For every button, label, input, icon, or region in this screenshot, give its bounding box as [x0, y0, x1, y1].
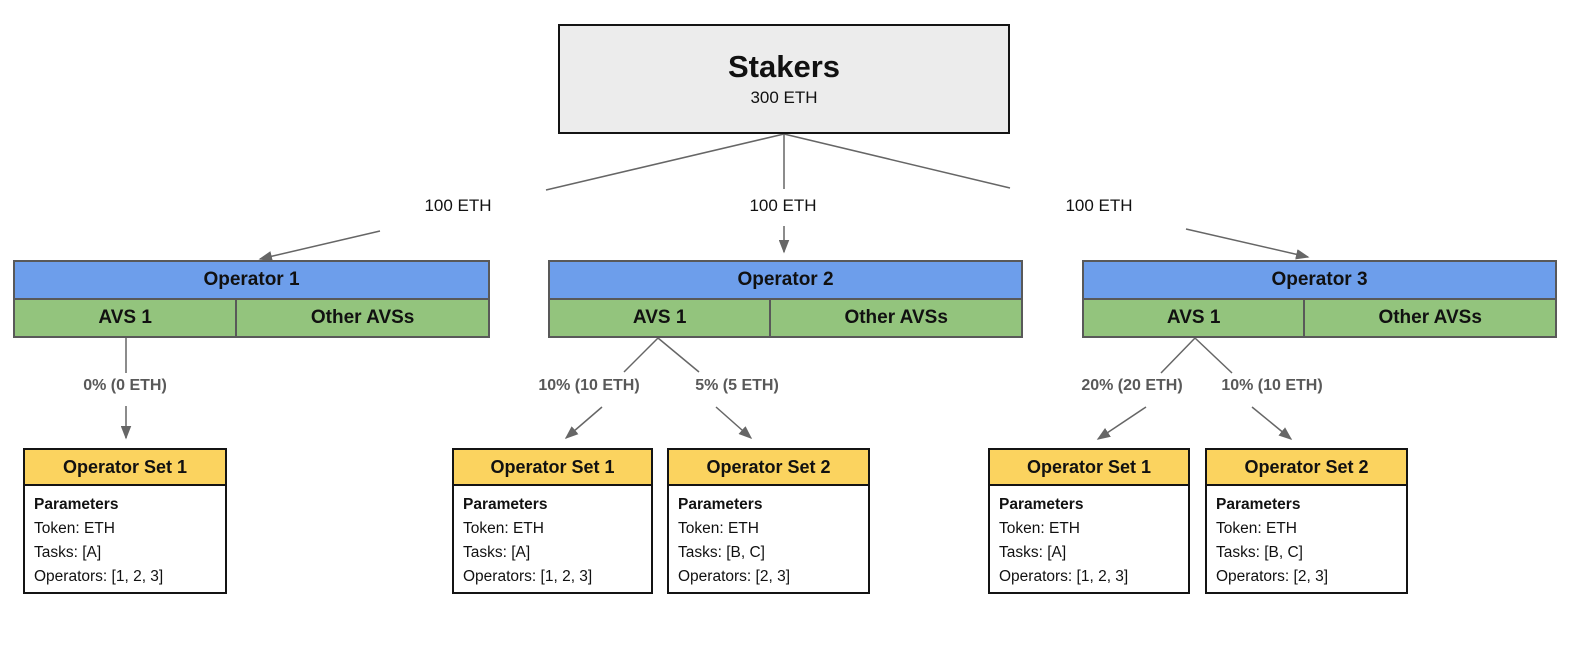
operator2-other-avss-cell: Other AVSs [771, 300, 1021, 336]
operator1-set1-title: Operator Set 1 [25, 450, 225, 486]
delegation-label-operator1: 100 ETH [424, 196, 492, 215]
operator2-set2-token: Token: ETH [678, 520, 759, 537]
operator2-set2-operators: Operators: [2, 3] [678, 568, 790, 585]
allocation-arrows [120, 406, 1293, 440]
operator1-other-avss-cell: Other AVSs [237, 300, 488, 336]
operator2-set2-title: Operator Set 2 [669, 450, 868, 486]
operator2-set1-node: Operator Set 1 Parameters Token: ETH Tas… [452, 448, 653, 594]
allocation-label-op2-set2: 5% (5 ETH) [695, 377, 779, 394]
operator3-set2-operators: Operators: [2, 3] [1216, 568, 1328, 585]
operator3-node: Operator 3 AVS 1 Other AVSs [1082, 260, 1557, 338]
operator1-set1-token: Token: ETH [34, 520, 115, 537]
allocation-label-op1-set1: 0% (0 ETH) [83, 377, 167, 394]
operator2-title: Operator 2 [550, 262, 1021, 300]
allocation-label-op3-set1: 20% (20 ETH) [1081, 377, 1183, 394]
operator3-set2-token: Token: ETH [1216, 520, 1297, 537]
stakers-amount: 300 ETH [750, 87, 818, 107]
operator2-node: Operator 2 AVS 1 Other AVSs [548, 260, 1023, 338]
operator2-set1-title: Operator Set 1 [454, 450, 651, 486]
operator2-set1-token: Token: ETH [463, 520, 544, 537]
operator1-set1-tasks: Tasks: [A] [34, 544, 102, 561]
operator2-set1-params-heading: Parameters [463, 496, 548, 513]
operator2-avs1-cell: AVS 1 [550, 300, 772, 336]
operator3-set2-tasks: Tasks: [B, C] [1216, 544, 1303, 561]
operator1-set1-params-heading: Parameters [34, 496, 119, 513]
operator3-set1-title: Operator Set 1 [990, 450, 1188, 486]
delegation-arrows [258, 226, 1310, 262]
allocation-label-op2-set1: 10% (10 ETH) [538, 377, 640, 394]
operator2-set2-node: Operator Set 2 Parameters Token: ETH Tas… [667, 448, 870, 594]
delegation-label-operator3: 100 ETH [1065, 196, 1133, 215]
delegation-label-operator2: 100 ETH [749, 196, 817, 215]
operator3-set1-tasks: Tasks: [A] [999, 544, 1067, 561]
operator3-title: Operator 3 [1084, 262, 1555, 300]
operator3-set2-params-heading: Parameters [1216, 496, 1301, 513]
operator3-avs1-cell: AVS 1 [1084, 300, 1306, 336]
stakers-title: Stakers [727, 49, 841, 85]
operator3-other-avss-cell: Other AVSs [1305, 300, 1555, 336]
operator1-set1-operators: Operators: [1, 2, 3] [34, 568, 164, 585]
operator2-set2-tasks: Tasks: [B, C] [678, 544, 765, 561]
operator3-set1-operators: Operators: [1, 2, 3] [999, 568, 1129, 585]
operator1-set1-node: Operator Set 1 Parameters Token: ETH Tas… [23, 448, 227, 594]
operator1-title: Operator 1 [15, 262, 488, 300]
operator1-node: Operator 1 AVS 1 Other AVSs [13, 260, 490, 338]
stakers-node: Stakers 300 ETH [558, 24, 1010, 134]
operator2-set1-tasks: Tasks: [A] [463, 544, 531, 561]
operator3-set2-node: Operator Set 2 Parameters Token: ETH Tas… [1205, 448, 1408, 594]
operator3-set2-title: Operator Set 2 [1207, 450, 1406, 486]
operator3-set1-node: Operator Set 1 Parameters Token: ETH Tas… [988, 448, 1190, 594]
operator3-set1-token: Token: ETH [999, 520, 1080, 537]
operator1-avs1-cell: AVS 1 [15, 300, 238, 336]
operator3-set1-params-heading: Parameters [999, 496, 1084, 513]
operator2-set2-params-heading: Parameters [678, 496, 763, 513]
avs-fork-lines [125, 337, 1233, 374]
allocation-label-op3-set2: 10% (10 ETH) [1221, 377, 1323, 394]
stakers-fan-lines [545, 133, 1011, 191]
operator2-set1-operators: Operators: [1, 2, 3] [463, 568, 593, 585]
